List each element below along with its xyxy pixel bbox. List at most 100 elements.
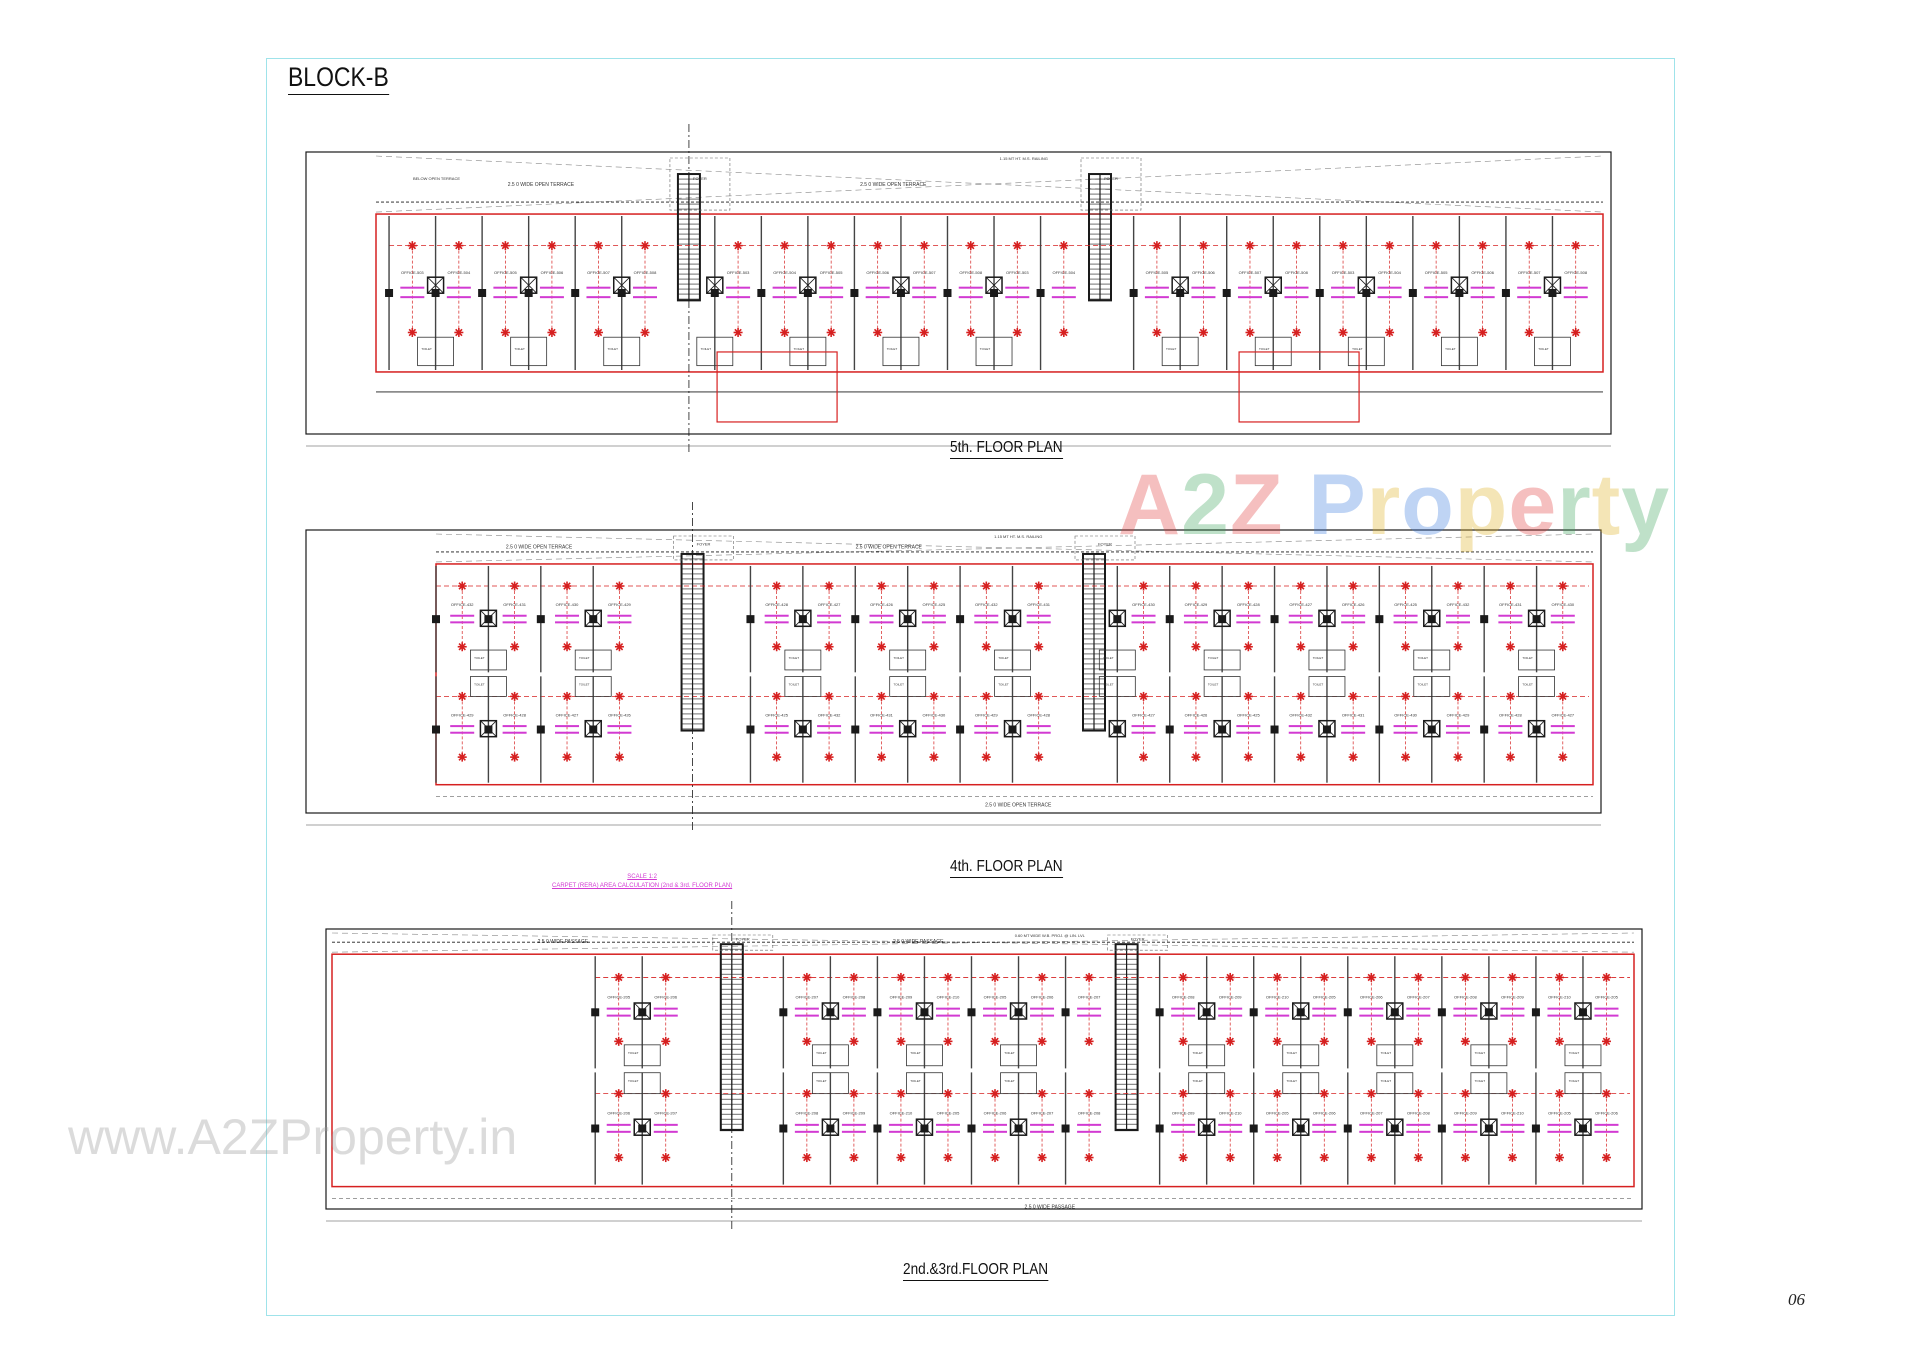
lift-cross xyxy=(1010,1002,1027,1020)
marker-center xyxy=(1455,584,1460,589)
column xyxy=(1165,615,1174,624)
light-point-marker xyxy=(1245,327,1255,337)
carpet-area-tag xyxy=(1288,621,1313,624)
office-label: OFFICE-508 xyxy=(634,270,657,275)
marker-center xyxy=(1201,330,1206,335)
lift-box xyxy=(1003,609,1022,628)
carpet-area-tag xyxy=(1183,731,1208,734)
carpet-area-tag xyxy=(1341,725,1366,728)
column xyxy=(1202,1008,1211,1017)
column xyxy=(956,615,965,624)
carpet-area-tag xyxy=(1051,286,1076,289)
lift-shaft xyxy=(1171,276,1189,294)
lift-box xyxy=(1291,1118,1310,1136)
column xyxy=(779,1008,788,1017)
toilet-block xyxy=(623,1044,661,1067)
office-label: OFFICE-205 xyxy=(607,994,630,999)
lift-shaft xyxy=(794,719,812,738)
office-unit: OFFICE-426 xyxy=(851,565,894,673)
marker-center xyxy=(549,330,554,335)
terrace-hatch xyxy=(435,533,1594,563)
toilet-block xyxy=(574,676,612,697)
office-label: OFFICE-209 xyxy=(1454,1111,1477,1116)
carpet-area-tag xyxy=(888,1007,913,1010)
marker-center xyxy=(616,1155,621,1160)
carpet-area-tag xyxy=(974,725,999,728)
light-point-marker xyxy=(1034,581,1044,591)
lift-box xyxy=(1527,609,1546,628)
carpet-area-tag xyxy=(921,621,946,624)
carpet-area-tag xyxy=(1453,1007,1478,1010)
light-point-marker xyxy=(510,752,520,762)
lift-shaft xyxy=(1527,609,1546,628)
marker-center xyxy=(1141,644,1146,649)
marker-center xyxy=(1036,694,1041,699)
carpet-area-tag xyxy=(555,621,580,624)
lift-cross xyxy=(633,1002,651,1020)
carpet-area-tag xyxy=(1359,1123,1384,1126)
light-point-marker xyxy=(772,581,782,591)
marker-center xyxy=(1015,330,1020,335)
marker-center xyxy=(1040,1091,1045,1096)
marker-center xyxy=(1193,694,1198,699)
toilet-label: TOILET xyxy=(701,347,712,351)
light-point-marker xyxy=(1558,691,1568,701)
toilet-label: TOILET xyxy=(1569,1051,1580,1055)
carpet-area-tag xyxy=(1131,725,1156,728)
toilet-block xyxy=(906,1072,943,1095)
sheet-border xyxy=(266,58,1675,1316)
lift-shaft xyxy=(1108,609,1127,628)
carpet-area-tag xyxy=(1236,731,1261,734)
marker-center xyxy=(1369,1155,1374,1160)
marker-center xyxy=(804,975,809,980)
toilet-label: TOILET xyxy=(579,656,590,660)
marker-center xyxy=(1387,243,1392,248)
office-unit: OFFICE-205 xyxy=(1531,1072,1572,1185)
office-label: OFFICE-507 xyxy=(913,270,936,275)
carpet-area-tag xyxy=(1312,1014,1337,1017)
light-point-marker xyxy=(896,1153,906,1163)
marker-center xyxy=(1322,1155,1327,1160)
carpet-area-tag xyxy=(633,296,658,299)
light-point-marker xyxy=(826,327,836,337)
terrace-hatch xyxy=(435,533,1594,563)
marker-center xyxy=(1036,644,1041,649)
light-point-marker xyxy=(1084,1153,1094,1163)
lift-shaft xyxy=(1423,609,1441,628)
office-unit: OFFICE-505 xyxy=(478,216,518,370)
terrace-label: 2.5 0 WIDE OPEN TERRACE xyxy=(856,545,923,551)
column xyxy=(1322,615,1331,624)
light-point-marker xyxy=(640,327,650,337)
carpet-area-tag xyxy=(983,1130,1008,1133)
toilet-label: TOILET xyxy=(789,656,800,660)
toilet-block xyxy=(1440,336,1478,367)
office-label: OFFICE-207 xyxy=(796,994,819,999)
marker-center xyxy=(1573,330,1578,335)
toilet-label: TOILET xyxy=(474,682,485,686)
carpet-area-tag xyxy=(607,614,632,617)
carpet-area-tag xyxy=(555,731,580,734)
column xyxy=(851,615,860,624)
carpet-area-tag xyxy=(1030,1123,1055,1126)
marker-center xyxy=(1480,243,1485,248)
light-point-marker xyxy=(1338,327,1348,337)
light-point-marker xyxy=(1601,972,1611,982)
lift-shaft xyxy=(898,609,917,628)
marker-center xyxy=(922,243,927,248)
carpet-area-tag xyxy=(1500,1123,1525,1126)
marker-center xyxy=(774,644,779,649)
carpet-area-tag xyxy=(983,1123,1008,1126)
office-label: OFFICE-427 xyxy=(1132,712,1155,717)
office-label: OFFICE-428 xyxy=(1237,602,1260,607)
toilet-block xyxy=(1203,676,1241,697)
office-unit: OFFICE-506 xyxy=(850,216,890,370)
office-unit: OFFICE-210 xyxy=(1249,956,1289,1069)
carpet-area-tag xyxy=(1218,1123,1243,1126)
carpet-area-tag xyxy=(1077,1007,1102,1010)
column xyxy=(1532,725,1541,734)
light-point-marker xyxy=(1554,972,1564,982)
